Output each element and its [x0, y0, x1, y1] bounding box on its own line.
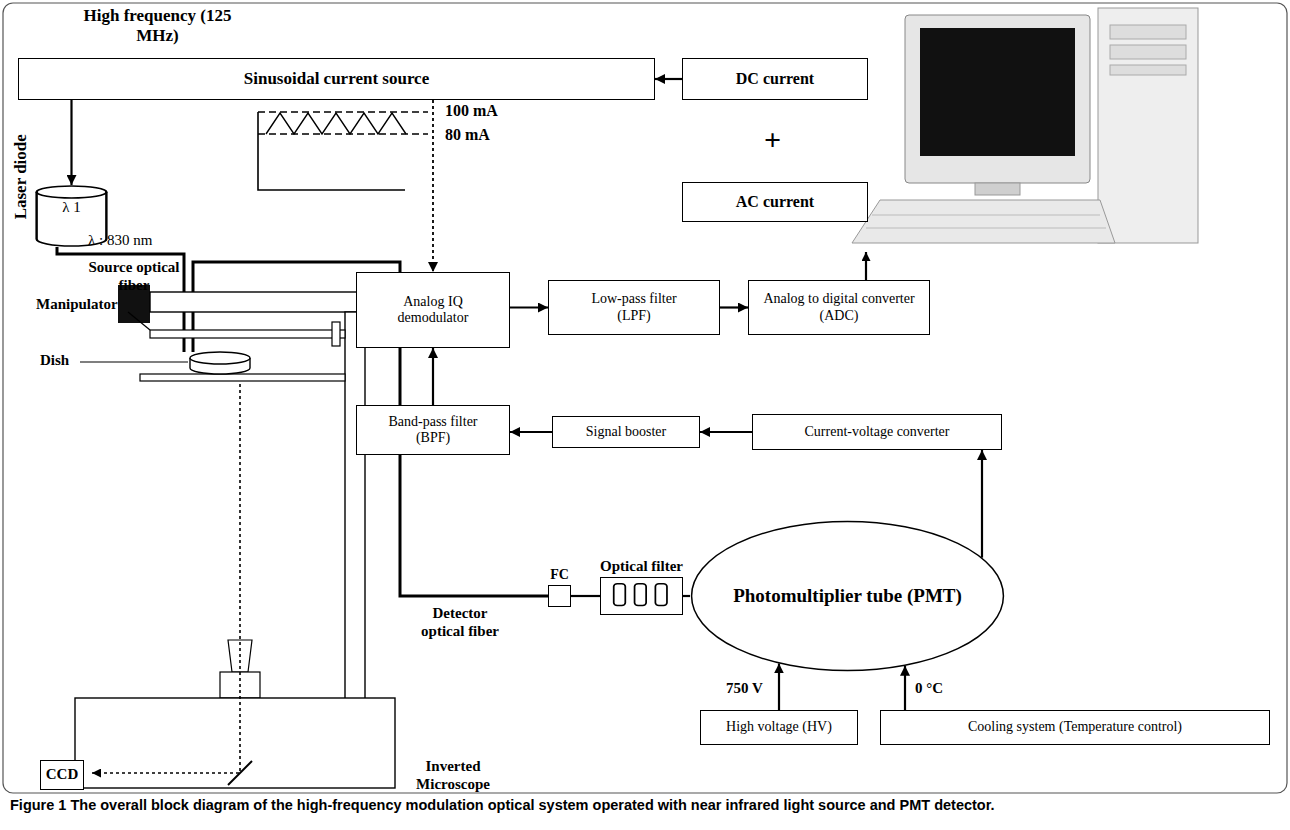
node-label: λ 1: [62, 199, 81, 216]
fiber-link: [571, 595, 600, 597]
signal-arrow: [700, 431, 752, 433]
manipulator: [150, 330, 345, 338]
monitor-stand: [975, 183, 1020, 195]
manipulator-clamp: [332, 322, 340, 346]
process-box: Band-pass filter (BPF): [356, 405, 510, 455]
signal-arrow: [655, 78, 682, 80]
plus-sign: +: [764, 122, 781, 157]
current-waveform: [258, 112, 428, 190]
part-label: Dish: [40, 352, 69, 370]
node-label: AC current: [736, 193, 814, 211]
filter-elements: [601, 578, 682, 614]
pmt-outline: [692, 522, 1004, 671]
signal-arrow: [904, 666, 906, 710]
node-label: Sinusoidal current source: [244, 69, 429, 89]
node-label: DC current: [736, 70, 814, 88]
leader-line: [80, 361, 188, 362]
node-label: Signal booster: [586, 424, 667, 440]
drive-bay: [1110, 65, 1186, 75]
fiber-label: Source optical fiber: [78, 259, 190, 294]
pmt-ellipse: Photomultiplier tube (PMT): [690, 520, 1005, 672]
frequency-label: High frequency (125 MHz): [70, 6, 245, 46]
filter-element: [614, 584, 626, 606]
level-80: [258, 133, 428, 134]
waveform-step: [258, 112, 405, 190]
node-label: Low-pass filter (LPF): [577, 291, 691, 323]
monitor: [905, 15, 1090, 183]
triangle-wave: [266, 113, 406, 134]
key-row: [866, 228, 1106, 229]
node-label: Cooling system (Temperature control): [968, 719, 1182, 735]
process-box: Analog to digital converter (ADC): [748, 280, 930, 335]
drive-bay: [1110, 45, 1186, 59]
signal-arrow: [981, 450, 983, 558]
node-heading: Optical filter: [600, 558, 683, 575]
signal-arrow: [778, 663, 780, 710]
signal-arrow: [510, 431, 552, 433]
level-100: [258, 111, 428, 112]
wavelength-label: λ : 830 nm: [88, 232, 152, 250]
part-label: Inverted Microscope: [403, 758, 503, 793]
keyboard: [852, 200, 1115, 243]
drive-bay: [1110, 25, 1186, 39]
computer-tower: [1098, 8, 1198, 243]
current-level: 80 mA: [445, 126, 490, 145]
monitor-screen: [920, 28, 1075, 156]
filter-element: [655, 584, 667, 606]
part-label: Manipulator: [36, 296, 118, 314]
node-label: CCD: [46, 766, 79, 783]
optical-filter: Optical filter: [600, 577, 683, 615]
process-box: Analog IQ demodulator: [356, 272, 510, 348]
cylinder-top: [37, 186, 107, 198]
inverted-microscope: [75, 285, 400, 788]
reference-signal-arrow: [432, 100, 434, 272]
voltage-label: 750 V: [726, 680, 763, 698]
temperature-label: 0 °C: [915, 680, 943, 698]
dish-rim: [190, 352, 250, 364]
computer-illustration: [852, 8, 1198, 243]
node-heading: Laser diode: [11, 134, 31, 219]
fiber-label: Detector optical fiber: [410, 605, 510, 640]
microscope-pillar: [345, 312, 365, 700]
signal-arrow: [720, 306, 748, 308]
light-path: [92, 384, 240, 773]
fiber-connector: FC: [548, 585, 571, 607]
fiber-link: [683, 595, 690, 597]
filter-element: [635, 584, 647, 606]
camera-box: CCD: [40, 760, 84, 790]
current-level: 100 mA: [445, 102, 498, 121]
figure-frame: [3, 3, 1287, 793]
process-box: Current-voltage converter: [752, 414, 1002, 450]
key-row: [872, 215, 1100, 216]
node-label: Band-pass filter (BPF): [379, 414, 487, 446]
figure-caption: Figure 1 The overall block diagram of th…: [10, 797, 1280, 814]
source-box: DC current: [682, 58, 868, 100]
node-label: Photomultiplier tube (PMT): [733, 585, 962, 607]
leader-line: [128, 312, 150, 330]
source-box: AC current: [682, 182, 868, 222]
node-heading: FC: [550, 567, 569, 583]
stage-plate: [140, 374, 345, 381]
signal-arrow: [432, 348, 434, 405]
signal-arrow: [70, 100, 72, 185]
process-box: Sinusoidal current source: [18, 58, 655, 100]
process-box: Signal booster: [552, 416, 700, 448]
supply-box: High voltage (HV): [700, 710, 858, 745]
microscope-base: [75, 698, 395, 788]
node-label: Analog IQ demodulator: [381, 294, 485, 326]
adc-to-computer-arrow: [865, 252, 867, 280]
signal-arrow: [510, 306, 548, 308]
node-label: Current-voltage converter: [805, 424, 950, 440]
process-box: Low-pass filter (LPF): [548, 280, 720, 335]
supply-box: Cooling system (Temperature control): [880, 710, 1270, 745]
node-label: High voltage (HV): [726, 719, 832, 735]
node-label: Analog to digital converter (ADC): [753, 291, 925, 323]
